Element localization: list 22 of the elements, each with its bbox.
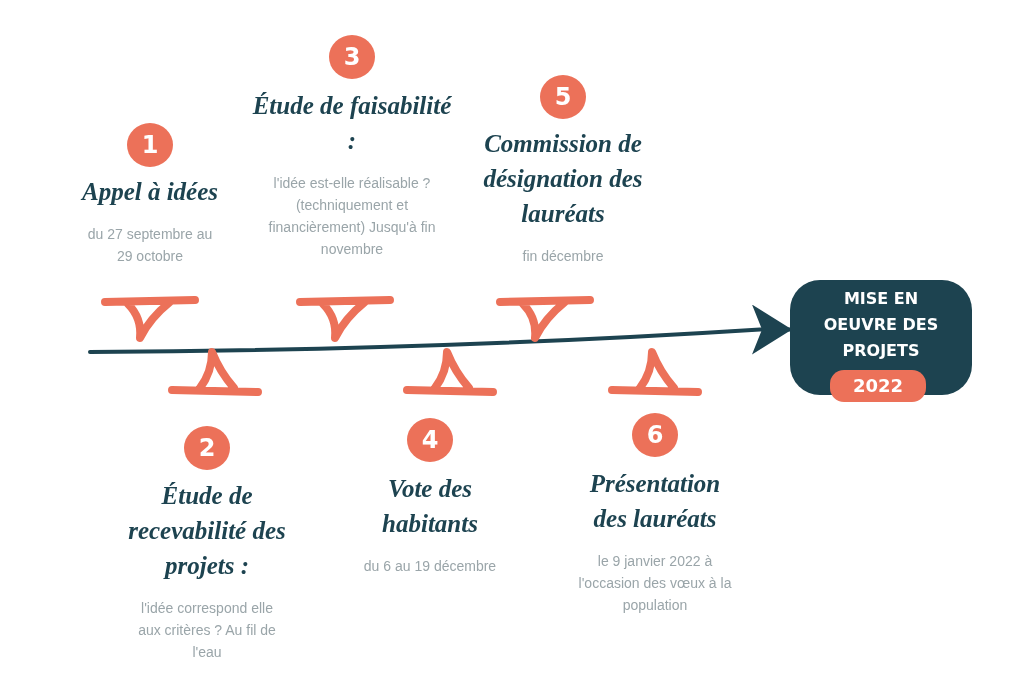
step-number: 1 xyxy=(127,123,173,167)
step-number: 4 xyxy=(407,418,453,462)
step-description: du 6 au 19 décembre xyxy=(362,557,498,576)
step-title: Présentation des lauréats xyxy=(588,469,722,534)
step-description: le 9 janvier 2022 à l'occasion des vœux à la population xyxy=(577,552,733,615)
step-title: Étude de recevabilité des projets : xyxy=(127,481,287,581)
step-description: du 27 septembre au 29 octobre xyxy=(86,225,214,266)
step-description: fin décembre xyxy=(521,247,605,266)
step-description: l'idée correspond elle aux critères ? Au fil de l'eau xyxy=(137,599,277,662)
year-badge: 2022 xyxy=(830,370,926,402)
timeline-arrow xyxy=(88,304,792,355)
step-number: 5 xyxy=(540,75,586,119)
step-number: 2 xyxy=(184,426,230,470)
step-title: Étude de faisabilité : xyxy=(252,91,452,156)
step-description: l'idée est-elle réalisable ? (techniquement et financièrement) Jusqu'à fin novembre xyxy=(267,174,437,259)
milestone-label: MISE EN OEUVRE DES PROJETS xyxy=(822,288,940,362)
milestone-box xyxy=(790,280,972,395)
step-number: 3 xyxy=(329,35,375,79)
step-title: Commission de désignation des lauréats xyxy=(482,129,644,229)
step-number: 6 xyxy=(632,413,678,457)
step-title: Appel à idées xyxy=(79,177,220,207)
step-title: Vote des habitants xyxy=(381,474,479,539)
